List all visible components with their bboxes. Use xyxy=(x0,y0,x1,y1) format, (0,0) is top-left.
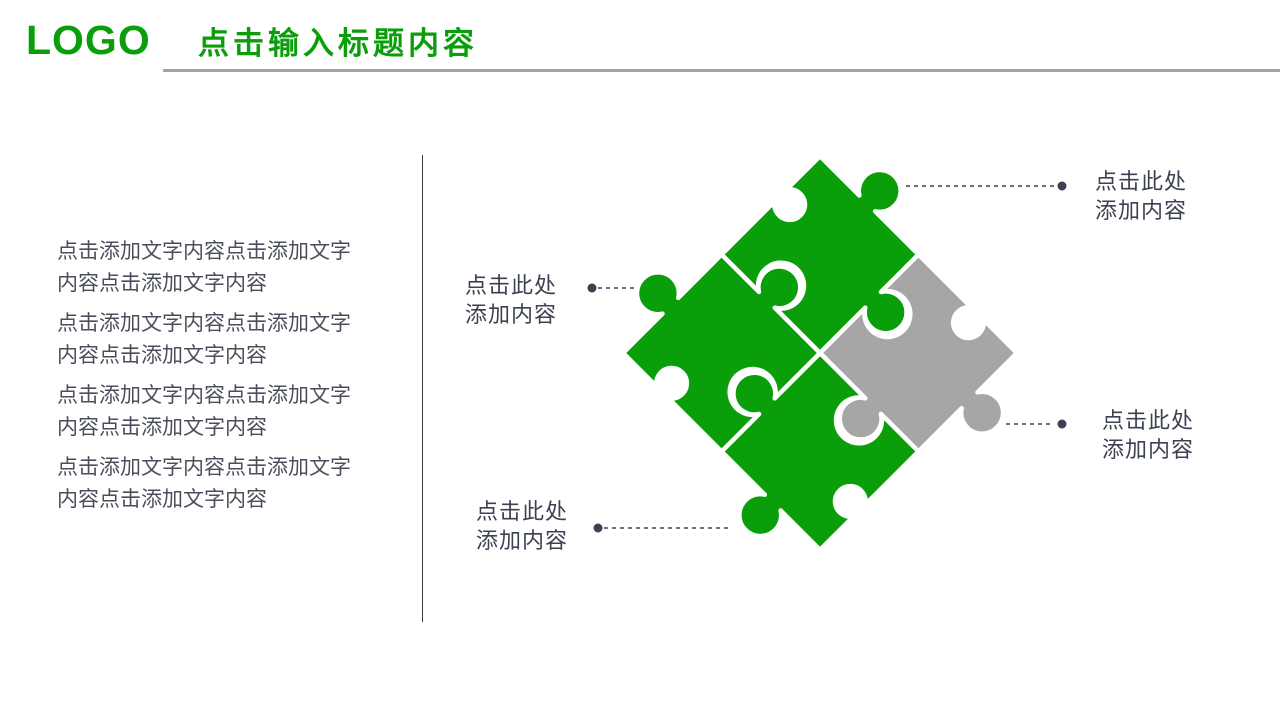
leader-dot-bottom-left xyxy=(593,523,603,533)
leader-dot-left xyxy=(587,283,597,293)
logo-text: LOGO xyxy=(26,17,151,63)
body-paragraph[interactable]: 点击添加文字内容点击添加文字内容点击添加文字内容 xyxy=(57,384,351,439)
leader-dot-top-right xyxy=(1057,181,1067,191)
callout-line: 添加内容 xyxy=(1101,437,1194,462)
callout-line: 添加内容 xyxy=(1094,198,1187,223)
header-divider-line xyxy=(163,69,1280,72)
callout-line: 添加内容 xyxy=(464,302,557,327)
callout-line: 添加内容 xyxy=(475,528,568,553)
puzzle-diagram xyxy=(587,120,1067,600)
page-title[interactable]: 点击输入标题内容 xyxy=(198,26,478,61)
callout-line: 点击此处 xyxy=(464,273,557,298)
body-paragraph[interactable]: 点击添加文字内容点击添加文字内容点击添加文字内容 xyxy=(57,240,351,295)
callout-label-left[interactable]: 点击此处 添加内容 xyxy=(452,271,570,329)
callout-label-bottom-left[interactable]: 点击此处 添加内容 xyxy=(466,497,578,555)
body-paragraph[interactable]: 点击添加文字内容点击添加文字内容点击添加文字内容 xyxy=(57,456,351,511)
callout-label-right[interactable]: 点击此处 添加内容 xyxy=(1092,406,1204,464)
body-paragraph[interactable]: 点击添加文字内容点击添加文字内容点击添加文字内容 xyxy=(57,312,351,367)
vertical-divider-line xyxy=(422,155,423,622)
callout-line: 点击此处 xyxy=(1094,169,1187,194)
body-text-block[interactable]: 点击添加文字内容点击添加文字内容点击添加文字内容 点击添加文字内容点击添加文字内… xyxy=(57,236,369,524)
leader-dot-right xyxy=(1057,419,1067,429)
callout-label-top-right[interactable]: 点击此处 添加内容 xyxy=(1085,167,1197,225)
callout-line: 点击此处 xyxy=(475,499,568,524)
callout-line: 点击此处 xyxy=(1101,408,1194,433)
